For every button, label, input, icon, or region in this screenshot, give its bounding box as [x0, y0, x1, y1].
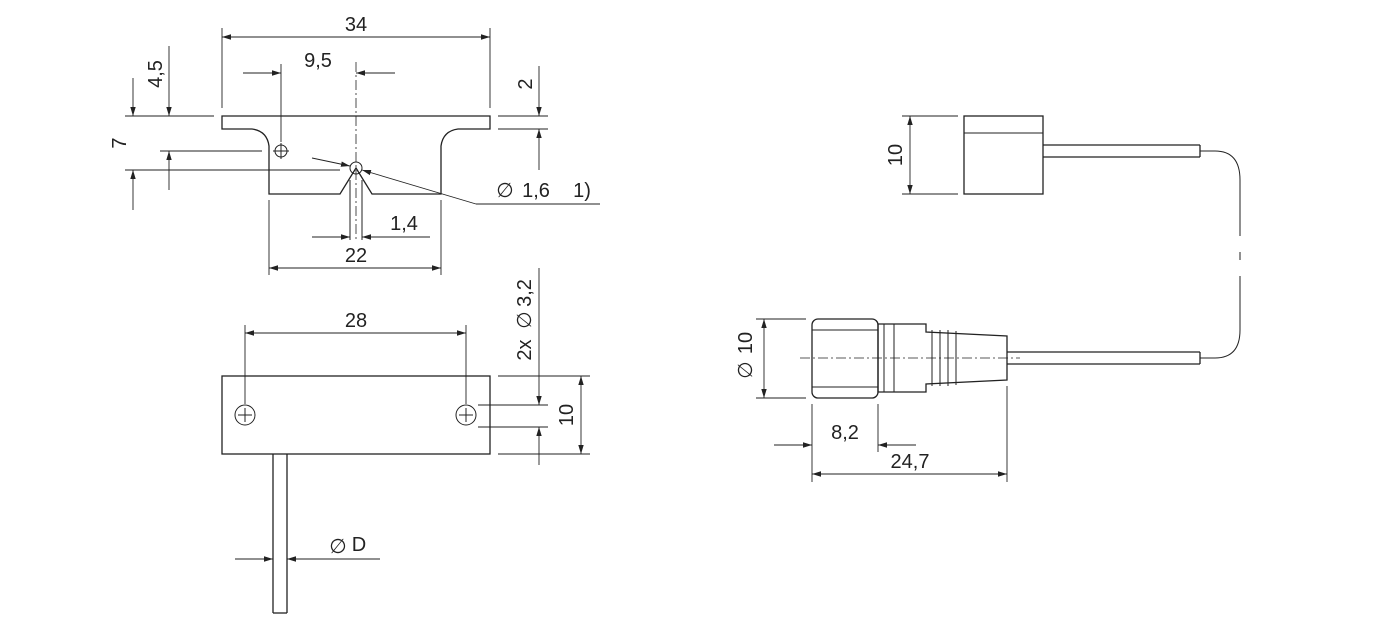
dim-4-5: 4,5	[145, 60, 167, 88]
mounting-plate	[221, 375, 491, 455]
mount-hole-right	[455, 404, 477, 426]
diameter-symbol-3: ∅	[329, 536, 346, 558]
top-view: 28 2x ∅ 3,2 10 ∅ D	[221, 268, 590, 614]
dim-28: 28	[345, 310, 367, 332]
dim-9-5: 9,5	[304, 50, 332, 72]
mount-holes-count: 2x	[514, 339, 536, 360]
dim-1-6: 1,6	[522, 180, 550, 202]
diameter-symbol-2: ∅	[514, 311, 536, 328]
dim-10-plate: 10	[556, 404, 578, 426]
dim-22: 22	[345, 245, 367, 267]
dim-1-4: 1,4	[390, 213, 418, 235]
sensor-body-outline	[221, 115, 491, 195]
diameter-symbol-4: ∅	[735, 361, 757, 378]
sensor-head	[963, 115, 1044, 195]
dim-8-2: 8,2	[831, 422, 859, 444]
dim-24-7: 24,7	[891, 451, 930, 473]
dim-2: 2	[515, 78, 537, 89]
diameter-symbol-1: ∅	[496, 180, 513, 202]
dim-10-head: 10	[885, 144, 907, 166]
dim-7: 7	[109, 137, 131, 148]
dim-10-connector: 10	[735, 332, 757, 354]
dim-34: 34	[345, 14, 367, 36]
footnote-1: 1)	[573, 180, 591, 202]
cable-view: 10 ∅ 10 8,2 24,7	[735, 115, 1241, 482]
side-view: 34 9,5 2 4,5 7 ∅ 1,6 1) 1,4	[109, 14, 600, 275]
connector-grip	[811, 318, 879, 399]
dim-3-2: 3,2	[514, 279, 536, 307]
mount-hole-left	[234, 404, 256, 426]
cable-loop	[1200, 150, 1241, 236]
dim-D: D	[352, 534, 366, 556]
